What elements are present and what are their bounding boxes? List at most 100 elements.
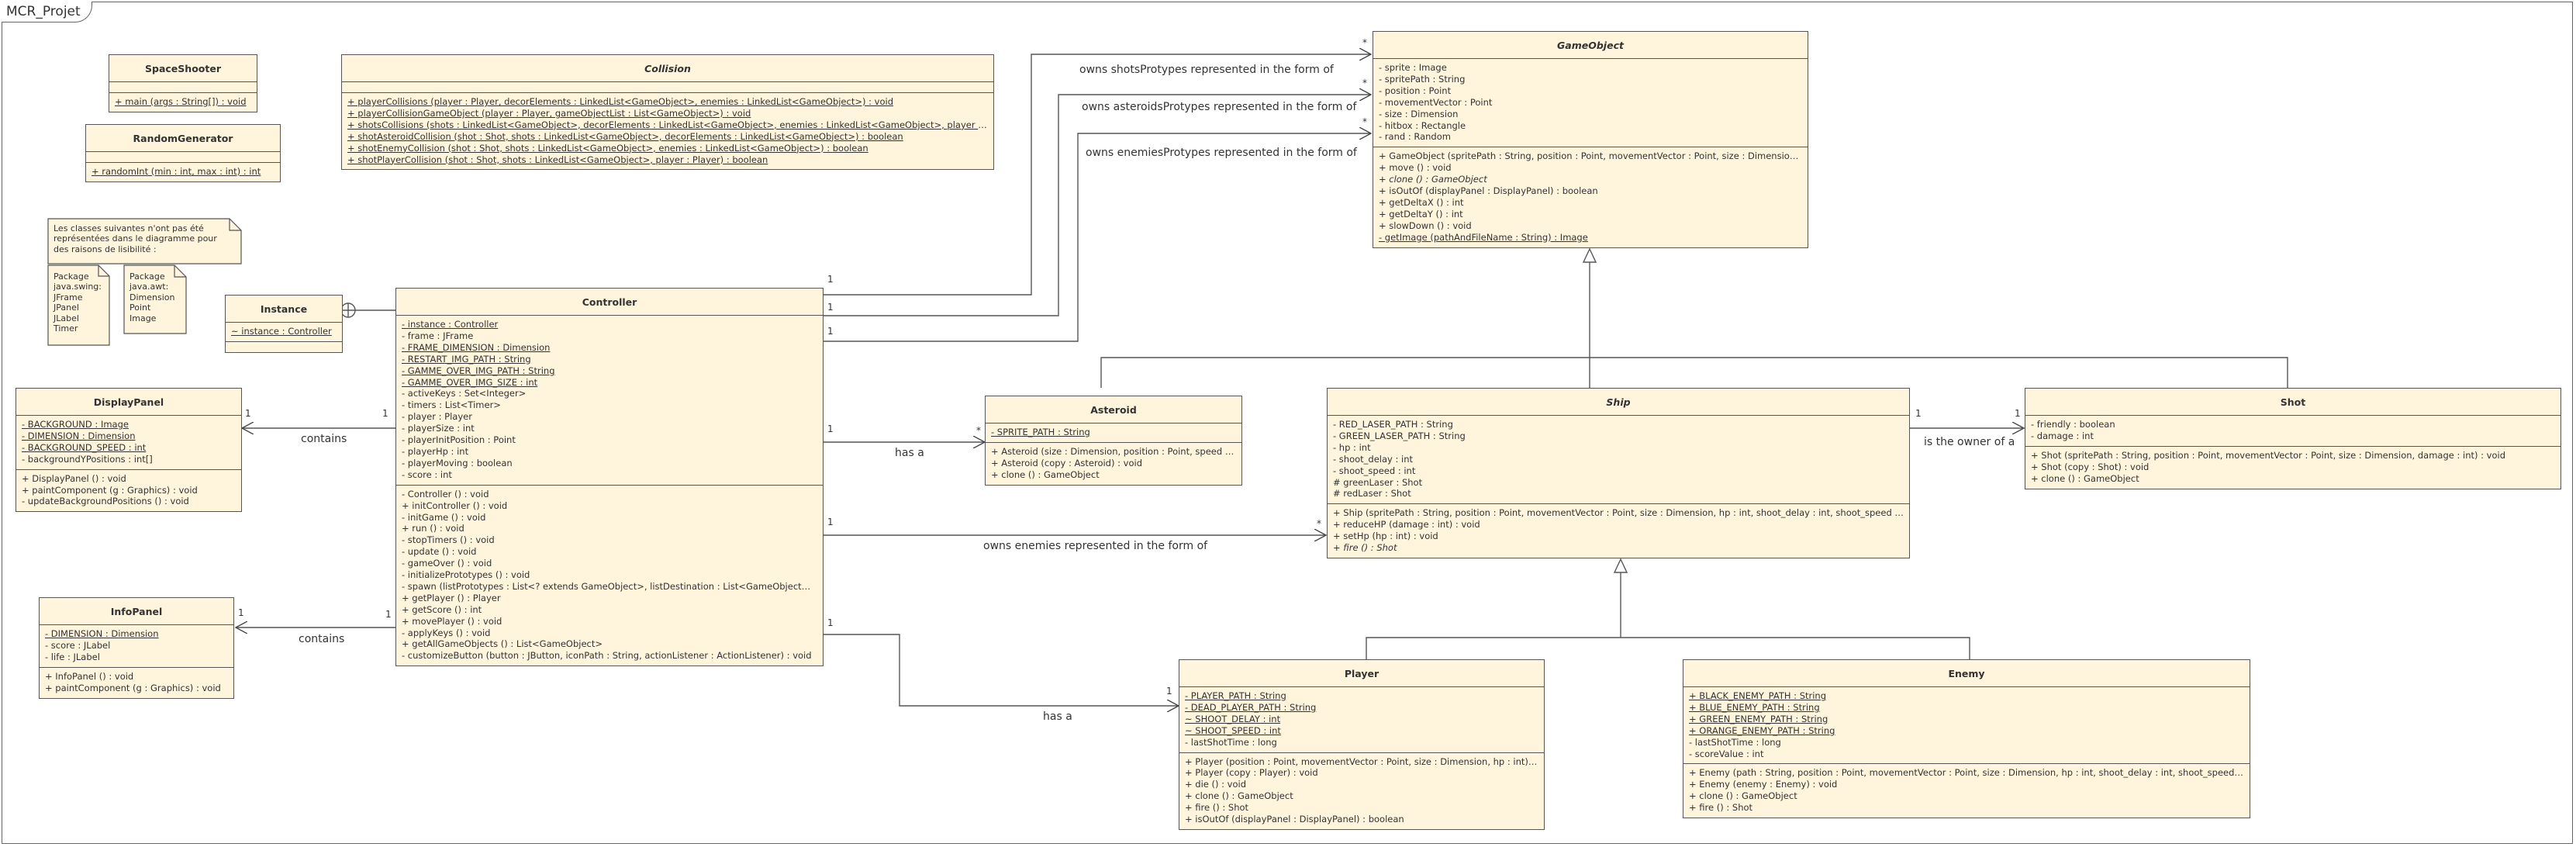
method: + Enemy (enemy : Enemy) : void bbox=[1689, 779, 1838, 790]
assoc-label-info-contains: contains bbox=[299, 633, 345, 645]
methods-section: + InfoPanel () : void + paintComponent (… bbox=[40, 666, 233, 698]
method: - initGame () : void bbox=[402, 511, 486, 523]
attribute: - hitbox : Rectangle bbox=[1379, 119, 1466, 131]
class-randomgenerator[interactable]: RandomGenerator + randomInt (min : int, … bbox=[85, 124, 281, 182]
attribute: - shoot_delay : int bbox=[1333, 453, 1414, 465]
method: + getDeltaX () : int bbox=[1379, 196, 1464, 208]
method: + InfoPanel () : void bbox=[45, 670, 134, 682]
attribute: - DEAD_PLAYER_PATH : String bbox=[1185, 701, 1317, 713]
attribute: - lastShotTime : long bbox=[1689, 736, 1781, 748]
class-ship[interactable]: Ship - RED_LASER_PATH : String - GREEN_L… bbox=[1327, 388, 1910, 558]
class-shot[interactable]: Shot - friendly : boolean - damage : int… bbox=[2025, 388, 2561, 489]
class-name: Enemy bbox=[1683, 660, 2250, 687]
attributes-section: - RED_LASER_PATH : String - GREEN_LASER_… bbox=[1328, 416, 1909, 503]
multiplicity: 1 bbox=[827, 517, 834, 527]
class-infopanel[interactable]: InfoPanel - DIMENSION : Dimension - scor… bbox=[39, 597, 234, 699]
attribute: - playerSize : int bbox=[402, 423, 475, 434]
attributes-section: - friendly : boolean - damage : int bbox=[2025, 416, 2560, 446]
note-line: Point bbox=[129, 302, 151, 313]
multiplicity: 1 bbox=[827, 424, 834, 434]
attribute: - shoot_speed : int bbox=[1333, 465, 1416, 476]
frame-title: MCR_Projet bbox=[2, 2, 92, 22]
method: + paintComponent (g : Graphics) : void bbox=[45, 682, 221, 693]
class-instance[interactable]: Instance ~ instance : Controller bbox=[225, 295, 343, 353]
multiplicity: 1 bbox=[245, 408, 251, 419]
method: + clone () : GameObject bbox=[1689, 790, 1797, 802]
attribute: - frame : JFrame bbox=[402, 330, 474, 341]
attributes-section: - BACKGROUND : Image - DIMENSION : Dimen… bbox=[16, 416, 241, 469]
method: + GameObject (spritePath : String, posit… bbox=[1379, 150, 1802, 162]
class-player[interactable]: Player - PLAYER_PATH : String - DEAD_PLA… bbox=[1179, 659, 1545, 830]
method: + movePlayer () : void bbox=[402, 615, 502, 627]
method: - spawn (listPrototypes : List<? extends… bbox=[402, 580, 817, 592]
assoc-shots-line bbox=[822, 54, 1371, 296]
method: + shotsCollisions (shots : LinkedList<Ga… bbox=[347, 119, 988, 130]
class-enemy[interactable]: Enemy + BLACK_ENEMY_PATH : String + BLUE… bbox=[1683, 659, 2250, 819]
attribute: + ORANGE_ENEMY_PATH : String bbox=[1689, 724, 1835, 736]
assoc-label-asteroids: owns asteroidsProtypes represented in th… bbox=[1082, 101, 1357, 113]
attributes-section: ~ instance : Controller bbox=[226, 323, 342, 341]
nesting-circle-icon bbox=[340, 302, 356, 318]
attribute: - backgroundYPositions : int[] bbox=[22, 453, 153, 465]
class-controller[interactable]: Controller - instance : Controller - fra… bbox=[395, 288, 824, 667]
method: + die () : void bbox=[1185, 779, 1247, 790]
note-line: Timer bbox=[54, 323, 78, 334]
method: + clone () : GameObject bbox=[2031, 472, 2139, 484]
multiplicity: 1 bbox=[238, 607, 244, 618]
attribute: - score : JLabel bbox=[45, 639, 111, 651]
attribute: - RED_LASER_PATH : String bbox=[1333, 419, 1453, 430]
attribute: - SPRITE_PATH : String bbox=[991, 427, 1090, 437]
method: + main (args : String[]) : void bbox=[115, 96, 247, 107]
attribute: - friendly : boolean bbox=[2031, 419, 2115, 430]
method: + getScore () : int bbox=[402, 603, 482, 615]
class-spaceshooter[interactable]: SpaceShooter + main (args : String[]) : … bbox=[109, 54, 257, 112]
method: + Ship (spritePath : String, position : … bbox=[1333, 507, 1904, 519]
attribute: - GAMME_OVER_IMG_SIZE : int bbox=[402, 376, 538, 388]
attribute: ~ instance : Controller bbox=[231, 326, 332, 337]
method: + isOutOf (displayPanel : DisplayPanel) … bbox=[1185, 814, 1404, 825]
method: + randomInt (min : int, max : int) : int bbox=[92, 166, 261, 177]
methods-section: + randomInt (min : int, max : int) : int bbox=[86, 162, 280, 182]
attributes-section bbox=[342, 82, 993, 92]
method: + fire () : Shot bbox=[1185, 802, 1249, 814]
assoc-label-has-asteroid: has a bbox=[895, 447, 924, 459]
multiplicity: * bbox=[1362, 37, 1367, 48]
method: + playerCollisionGameObject (player : Pl… bbox=[347, 107, 751, 119]
method: + getDeltaY () : int bbox=[1379, 208, 1463, 220]
attribute: - playerInitPosition : Point bbox=[402, 434, 516, 446]
attribute: - hp : int bbox=[1333, 441, 1371, 453]
multiplicity: 1 bbox=[827, 274, 834, 285]
method: + shotEnemyCollision (shot : Shot, shots… bbox=[347, 142, 868, 154]
attribute: - GREEN_LASER_PATH : String bbox=[1333, 430, 1466, 441]
attributes-section: - sprite : Image - spritePath : String -… bbox=[1373, 59, 1808, 147]
note-shapes bbox=[47, 218, 242, 346]
attribute: - BACKGROUND_SPEED : int bbox=[22, 441, 147, 453]
class-name: Asteroid bbox=[986, 396, 1241, 424]
class-name: InfoPanel bbox=[40, 598, 233, 625]
note-line: Package bbox=[54, 271, 89, 282]
attribute: - life : JLabel bbox=[45, 651, 100, 662]
multiplicity: 1 bbox=[1166, 686, 1172, 697]
methods-section: + DisplayPanel () : void + paintComponen… bbox=[16, 468, 241, 512]
method: + run () : void bbox=[402, 523, 464, 534]
methods-section: + playerCollisions (player : Player, dec… bbox=[342, 92, 993, 169]
attribute: - score : int bbox=[402, 468, 452, 480]
class-asteroid[interactable]: Asteroid - SPRITE_PATH : String + Astero… bbox=[985, 396, 1242, 486]
methods-section: + Shot (spritePath : String, position : … bbox=[2025, 445, 2560, 489]
method: - applyKeys () : void bbox=[402, 627, 491, 638]
class-collision[interactable]: Collision + playerCollisions (player : P… bbox=[341, 54, 994, 171]
class-displaypanel[interactable]: DisplayPanel - BACKGROUND : Image - DIME… bbox=[16, 388, 242, 513]
note-line: Dimension bbox=[129, 292, 175, 302]
method: - Controller () : void bbox=[402, 488, 489, 500]
method: + clone () : GameObject bbox=[991, 468, 1100, 480]
note-line: JFrame bbox=[54, 292, 83, 302]
method: + Asteroid (copy : Asteroid) : void bbox=[991, 457, 1142, 468]
class-name: SpaceShooter bbox=[109, 55, 257, 82]
note-line: java.awt: bbox=[129, 282, 169, 292]
methods-section: + Ship (spritePath : String, position : … bbox=[1328, 503, 1909, 558]
method: - customizeButton (button : JButton, ico… bbox=[402, 650, 812, 662]
note-swing: Package java.swing: JFrame JPanel JLabel… bbox=[49, 268, 106, 337]
method: + DisplayPanel () : void bbox=[22, 472, 126, 484]
class-gameobject[interactable]: GameObject - sprite : Image - spritePath… bbox=[1373, 31, 1808, 248]
